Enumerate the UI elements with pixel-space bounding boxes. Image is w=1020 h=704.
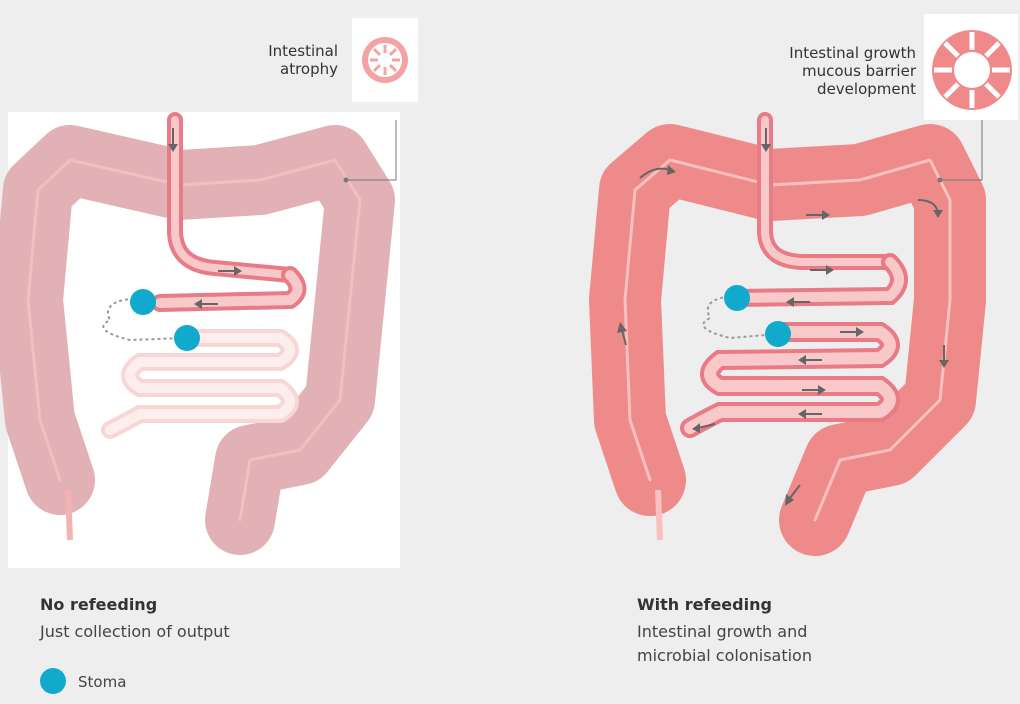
stoma-legend-label: Stoma [78,673,126,691]
no-refeeding-title: No refeeding [40,595,157,614]
stoma-distal [174,325,200,351]
stoma-distal [765,321,791,347]
stoma-proximal [724,285,750,311]
atrophy-crosssection-box [352,18,418,102]
healthy-intestine-crosssection-icon [924,14,1018,120]
stoma-proximal [130,289,156,315]
growth-crosssection-box [924,14,1018,120]
growth-callout-label: Intestinal growth mucous barrier develop… [740,44,916,98]
rectum-tail [658,490,660,540]
stoma-legend-swatch [40,668,66,694]
atrophy-callout-label: Intestinal atrophy [200,42,338,78]
no-refeeding-subtitle: Just collection of output [40,620,440,644]
atrophied-intestine-crosssection-icon [352,18,418,102]
with-refeeding-title: With refeeding [637,595,772,614]
with-refeeding-subtitle: Intestinal growth and microbial colonisa… [637,620,997,668]
rectum-tail [68,490,70,540]
no-refeeding-panel: Intestinal atrophy No refeeding Just col… [0,0,510,704]
with-refeeding-panel: Intestinal growth mucous barrier develop… [510,0,1020,704]
